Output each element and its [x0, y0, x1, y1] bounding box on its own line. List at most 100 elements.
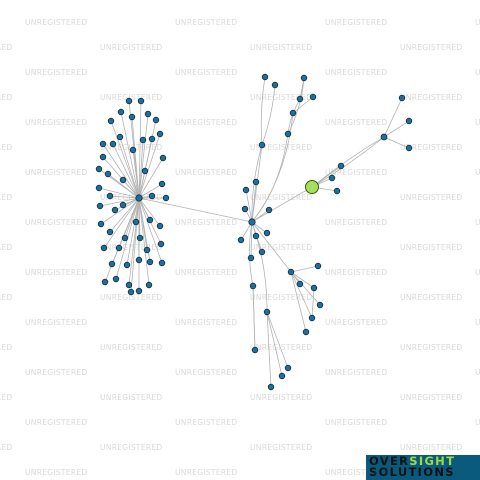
- graph-node[interactable]: [95, 184, 103, 192]
- graph-node[interactable]: [100, 244, 108, 252]
- graph-node[interactable]: [278, 372, 286, 380]
- graph-node[interactable]: [107, 117, 115, 125]
- graph-node[interactable]: [112, 275, 120, 283]
- watermark-text: UNREGISTERED: [400, 443, 462, 452]
- graph-node[interactable]: [129, 146, 137, 154]
- graph-node[interactable]: [252, 178, 260, 186]
- graph-node[interactable]: [145, 281, 153, 289]
- graph-node[interactable]: [152, 116, 160, 124]
- graph-node[interactable]: [106, 228, 114, 236]
- graph-node[interactable]: [249, 282, 257, 290]
- graph-node[interactable]: [117, 108, 125, 116]
- graph-node[interactable]: [247, 254, 255, 262]
- graph-node[interactable]: [158, 259, 166, 267]
- graph-node[interactable]: [146, 216, 154, 224]
- graph-node[interactable]: [137, 97, 145, 105]
- graph-node[interactable]: [148, 135, 156, 143]
- graph-node[interactable]: [159, 154, 167, 162]
- graph-node[interactable]: [116, 133, 124, 141]
- graph-node[interactable]: [237, 236, 245, 244]
- graph-node[interactable]: [333, 187, 341, 195]
- graph-node[interactable]: [241, 205, 249, 213]
- graph-node[interactable]: [300, 74, 308, 82]
- graph-node[interactable]: [267, 383, 275, 391]
- graph-node[interactable]: [119, 201, 127, 209]
- graph-node[interactable]: [144, 110, 152, 118]
- graph-node[interactable]: [405, 117, 413, 125]
- graph-node[interactable]: [143, 246, 151, 254]
- graph-node[interactable]: [296, 95, 304, 103]
- edge: [138, 133, 161, 199]
- graph-node[interactable]: [252, 232, 260, 240]
- graph-node[interactable]: [242, 186, 250, 194]
- graph-node[interactable]: [125, 97, 133, 105]
- graph-node[interactable]: [271, 81, 279, 89]
- graph-node[interactable]: [127, 288, 135, 296]
- graph-node[interactable]: [289, 109, 297, 117]
- graph-node[interactable]: [136, 234, 144, 242]
- graph-node[interactable]: [251, 346, 259, 354]
- graph-node[interactable]: [99, 140, 107, 148]
- graph-node[interactable]: [284, 130, 292, 138]
- graph-node[interactable]: [121, 234, 129, 242]
- graph-node[interactable]: [141, 167, 149, 175]
- graph-node[interactable]: [261, 73, 269, 81]
- graph-node[interactable]: [265, 206, 273, 214]
- hub-node[interactable]: [380, 133, 388, 141]
- graph-node[interactable]: [109, 140, 117, 148]
- graph-node[interactable]: [316, 301, 324, 309]
- hub-node[interactable]: [135, 194, 143, 202]
- graph-node[interactable]: [123, 261, 131, 269]
- graph-node[interactable]: [258, 248, 266, 256]
- graph-node[interactable]: [337, 162, 345, 170]
- graph-node[interactable]: [263, 308, 271, 316]
- graph-node[interactable]: [287, 268, 295, 276]
- graph-node[interactable]: [101, 278, 109, 286]
- graph-node[interactable]: [99, 153, 107, 161]
- graph-node[interactable]: [258, 141, 266, 149]
- graph-node[interactable]: [106, 192, 114, 200]
- graph-node[interactable]: [284, 364, 292, 372]
- edge: [132, 149, 140, 199]
- graph-node[interactable]: [115, 244, 123, 252]
- graph-node[interactable]: [146, 258, 154, 266]
- graph-node[interactable]: [128, 113, 136, 121]
- graph-node[interactable]: [132, 218, 140, 226]
- graph-node[interactable]: [108, 260, 116, 268]
- graph-node[interactable]: [309, 93, 317, 101]
- watermark-text: UNREGISTERED: [175, 68, 237, 77]
- graph-node[interactable]: [162, 194, 170, 202]
- graph-node[interactable]: [97, 220, 105, 228]
- graph-node[interactable]: [328, 174, 336, 182]
- graph-node[interactable]: [135, 256, 143, 264]
- graph-node[interactable]: [158, 180, 166, 188]
- graph-node[interactable]: [104, 170, 112, 178]
- graph-node[interactable]: [156, 130, 164, 138]
- graph-node[interactable]: [135, 287, 143, 295]
- graph-node[interactable]: [302, 328, 310, 336]
- graph-node[interactable]: [398, 94, 406, 102]
- graph-node[interactable]: [156, 222, 164, 230]
- watermark-text: UNREGISTERED: [175, 468, 237, 477]
- graph-node[interactable]: [95, 165, 103, 173]
- watermark-text: UNREGISTERED: [25, 318, 87, 327]
- graph-node[interactable]: [148, 192, 156, 200]
- edge: [250, 221, 253, 259]
- watermark-text: UNREGISTERED: [25, 368, 87, 377]
- graph-node[interactable]: [111, 206, 119, 214]
- focus-node[interactable]: [305, 180, 319, 194]
- graph-node[interactable]: [125, 281, 133, 289]
- graph-node[interactable]: [139, 136, 147, 144]
- graph-node[interactable]: [308, 314, 316, 322]
- graph-node[interactable]: [296, 280, 304, 288]
- graph-node[interactable]: [314, 262, 322, 270]
- edge: [299, 77, 305, 100]
- graph-node[interactable]: [119, 176, 127, 184]
- graph-node[interactable]: [263, 229, 271, 237]
- graph-node[interactable]: [96, 202, 104, 210]
- watermark-text: UNREGISTERED: [325, 318, 387, 327]
- hub-node[interactable]: [248, 218, 256, 226]
- graph-node[interactable]: [405, 144, 413, 152]
- graph-node[interactable]: [157, 240, 165, 248]
- graph-node[interactable]: [310, 284, 318, 292]
